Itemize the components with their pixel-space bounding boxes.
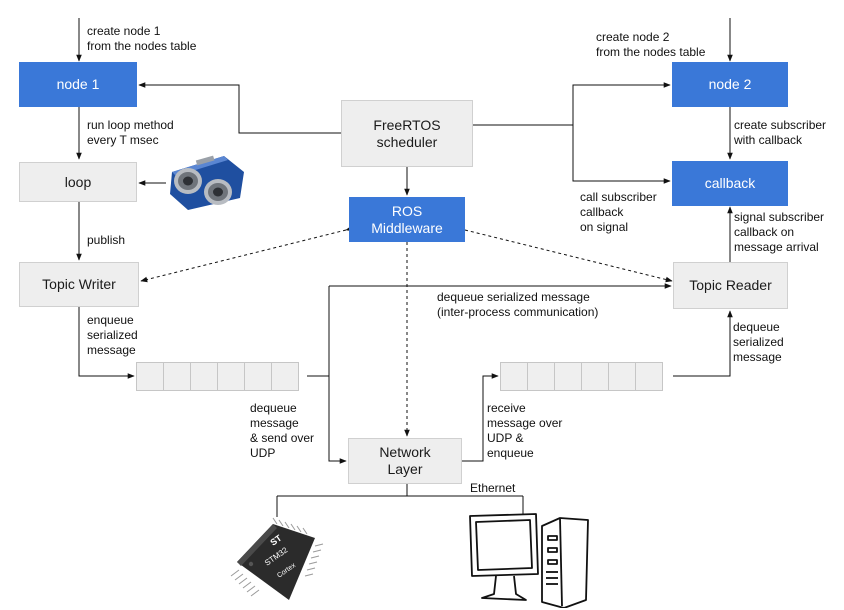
arrow-scheduler-node2 <box>572 82 671 125</box>
label-create-node1: create node 1 from the nodes table <box>87 24 197 53</box>
stm32-chip-icon: ST STM32 Cortex <box>230 517 324 600</box>
label-signal-subscriber: signal subscriber callback on message ar… <box>734 210 825 254</box>
label-run-loop: run loop method every T msec <box>87 118 174 147</box>
queue-cell <box>581 362 609 391</box>
callback-box: callback <box>672 161 788 206</box>
queue-cell <box>635 362 663 391</box>
network-layer-label: Network Layer <box>379 444 431 477</box>
queue-cell <box>217 362 245 391</box>
loop-box: loop <box>19 162 137 202</box>
receive-queue <box>500 362 663 391</box>
ultrasonic-sensor-icon <box>170 155 244 210</box>
scheduler-label: FreeRTOS scheduler <box>373 116 441 150</box>
arrow-scheduler-callback <box>572 125 671 184</box>
dashed-middleware-reader <box>458 225 673 283</box>
desktop-computer-icon <box>469 513 589 608</box>
label-dequeue-serialized: dequeue serialized message <box>733 320 784 364</box>
middleware-box: ROS Middleware <box>349 197 465 242</box>
topic-reader-label: Topic Reader <box>689 277 772 293</box>
arrow-writer-queue1 <box>78 307 135 379</box>
loop-label: loop <box>64 173 92 190</box>
label-create-subscriber: create subscriber with callback <box>734 118 827 147</box>
label-ethernet: Ethernet <box>470 481 516 495</box>
label-call-subscriber: call subscriber callback on signal <box>580 190 657 234</box>
label-publish: publish <box>87 233 126 247</box>
queue-cell <box>136 362 164 391</box>
queue-cell <box>244 362 272 391</box>
dashed-middleware-writer <box>140 225 353 283</box>
queue-cell <box>271 362 299 391</box>
queue-cell <box>190 362 218 391</box>
arrow-queue2-reader <box>673 310 733 377</box>
callback-label: callback <box>704 175 756 191</box>
label-receive-udp: receive message over UDP & enqueue <box>487 401 563 460</box>
label-dequeue-ipc: dequeue serialized message (inter-proces… <box>437 290 599 319</box>
node1-box: node 1 <box>19 62 137 107</box>
scheduler-box: FreeRTOS scheduler <box>341 100 473 167</box>
node2-box: node 2 <box>672 62 788 107</box>
arrow-scheduler-node1 <box>138 82 341 134</box>
node2-label: node 2 <box>708 76 752 92</box>
queue-cell <box>608 362 636 391</box>
arrow-network-queue2 <box>462 373 499 462</box>
topic-writer-box: Topic Writer <box>19 262 139 307</box>
label-dequeue-send-udp: dequeue message & send over UDP <box>250 401 315 460</box>
network-layer-box: Network Layer <box>348 438 462 484</box>
queue-cell <box>500 362 528 391</box>
arrow-queue1-network <box>328 286 347 464</box>
send-queue <box>136 362 299 391</box>
queue-cell <box>163 362 191 391</box>
topic-reader-box: Topic Reader <box>673 262 788 309</box>
queue-cell <box>527 362 555 391</box>
middleware-label: ROS Middleware <box>371 202 443 236</box>
label-create-node2: create node 2 from the nodes table <box>596 30 706 59</box>
topic-writer-label: Topic Writer <box>42 276 116 292</box>
label-enqueue-serialized: enqueue serialized message <box>87 313 138 357</box>
node1-label: node 1 <box>56 76 100 92</box>
queue-cell <box>554 362 582 391</box>
